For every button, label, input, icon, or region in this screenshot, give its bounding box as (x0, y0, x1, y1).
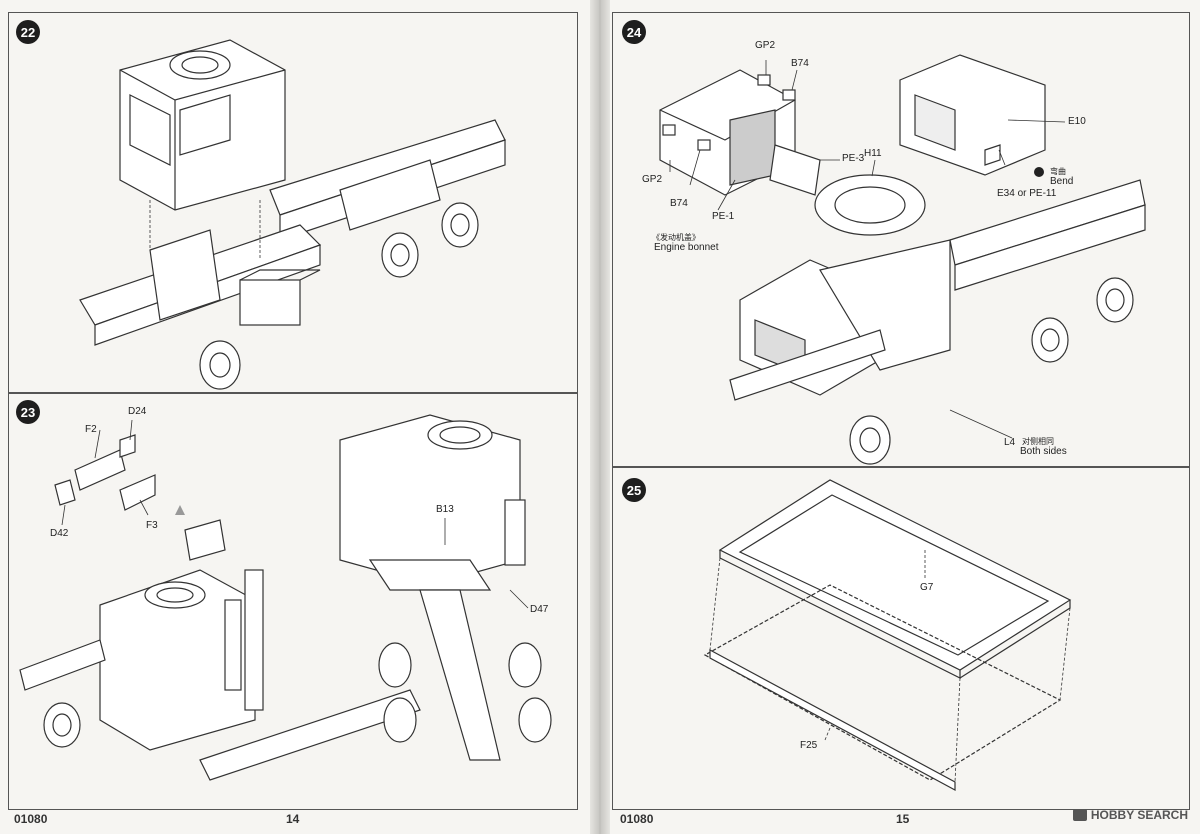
step-22-illustration (79, 39, 506, 390)
watermark: HOBBY SEARCH (1072, 808, 1188, 822)
step-number-25: 25 (622, 478, 646, 502)
label-b74-top: B74 (791, 58, 809, 69)
label-pe3: PE-3 (842, 153, 865, 164)
label-engine-bonnet-cn: 《发动机盖》 (652, 233, 700, 242)
label-gp2-top: GP2 (755, 40, 776, 51)
label-d24: D24 (128, 406, 147, 417)
step-22-frame (8, 12, 578, 394)
label-l4: L4 (1004, 437, 1016, 448)
watermark-text: HOBBY SEARCH (1090, 808, 1188, 822)
label-both-sides-en: Both sides (1020, 446, 1067, 457)
step-25-frame (612, 466, 1190, 810)
footer-right-code: 01080 (620, 812, 654, 826)
label-bend-en: Bend (1050, 176, 1074, 187)
label-f25: F25 (800, 740, 818, 751)
book-spine (590, 0, 610, 834)
label-bend-cn: 弯曲 (1050, 167, 1066, 176)
label-gp2-left: GP2 (642, 174, 663, 185)
label-engine-bonnet-en: Engine bonnet (654, 242, 719, 253)
label-pe1: PE-1 (712, 211, 735, 222)
footer-left-page-number: 14 (286, 812, 300, 826)
label-f3: F3 (146, 520, 158, 531)
camera-icon (1072, 809, 1087, 821)
step-24-frame (612, 12, 1190, 468)
label-d42: D42 (50, 528, 69, 539)
label-both-sides-cn: 对侧相同 (1022, 437, 1054, 446)
step-23-illustration (19, 414, 552, 781)
label-e34-pe11: E34 or PE-11 (997, 188, 1057, 199)
label-h11: H11 (864, 148, 882, 159)
footer-right-page-number: 15 (896, 812, 910, 826)
step-number-23: 23 (16, 400, 40, 424)
step-23-frame (8, 392, 578, 810)
label-d47: D47 (530, 604, 549, 615)
step-number-24: 24 (622, 20, 646, 44)
label-b74-left: B74 (670, 198, 688, 209)
label-g7: G7 (920, 582, 934, 593)
step-number-22: 22 (16, 20, 40, 44)
label-b13: B13 (436, 504, 454, 515)
label-f2: F2 (85, 424, 97, 435)
footer-left-code: 01080 (14, 812, 48, 826)
label-e10: E10 (1068, 116, 1086, 127)
